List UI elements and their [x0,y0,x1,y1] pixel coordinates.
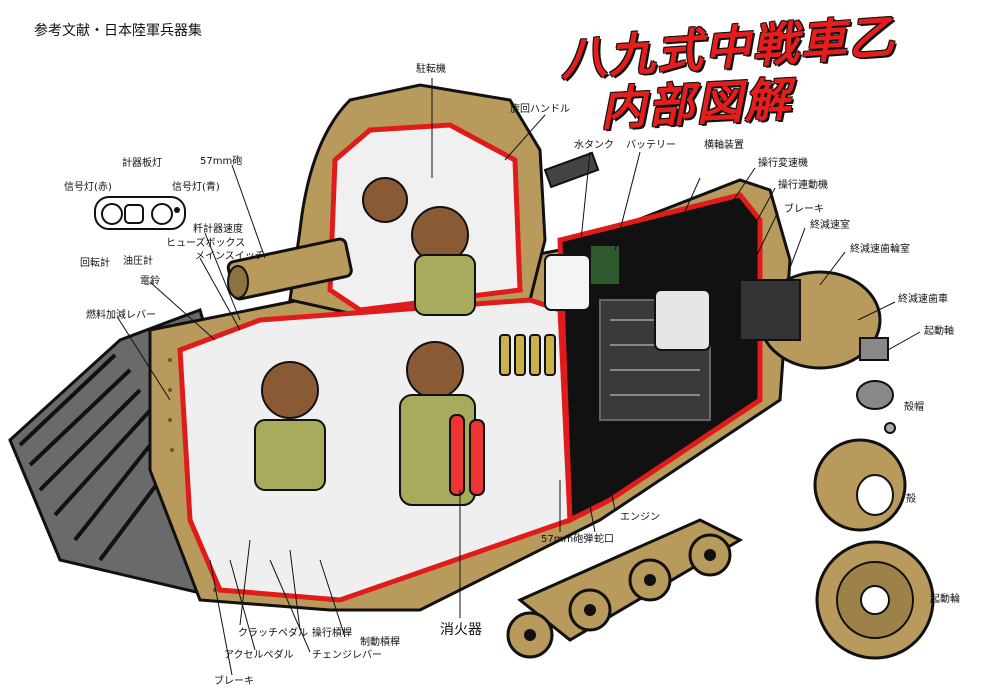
suspension-bogie [506,518,744,659]
label-accel-pedal: アクセルペダル [224,650,294,661]
label-muzzle: 蛇口 [594,534,614,545]
label-fuse-box: ヒューズボックス [166,238,246,249]
label-tachometer: 回転計 [80,258,110,269]
label-battery: バッテリー [626,140,676,151]
label-clutch-pedal: クラッチペダル [238,628,308,639]
label-signal-red: 信号灯(赤) [64,182,112,193]
instrument-panel-inset [94,196,186,230]
label-oil-pressure: 油圧計 [123,256,153,267]
label-engine: エンジン [620,512,660,523]
label-turret-handle: 旋回ハンドル [510,104,570,115]
source-citation: 参考文献・日本陸軍兵器集 [34,23,202,39]
label-sprocket: 起動輪 [930,594,960,605]
label-signal-blue: 信号灯(青) [172,182,220,193]
hub-cap-part [856,380,896,434]
label-57mm-gun: 57mm砲 [200,156,243,167]
crew-figures [254,177,485,506]
ammo-rack [499,334,556,376]
label-57mm-shell: 57mm砲弾 [541,534,594,545]
label-change-lever: チェンジレバー [312,650,382,661]
hub-part [813,438,907,532]
label-fuel-lever: 燃料加減レバー [86,310,156,321]
label-extinguisher: 消火器 [440,622,482,638]
gun-barrel [226,237,353,301]
label-main-switch: メインスイッチ [195,251,265,262]
label-instrument-light: 計器板灯 [122,158,162,169]
label-water-tank: 水タンク [574,140,614,151]
final-drive [739,270,889,370]
label-final-gear-chamber: 終減速歯輪室 [850,244,910,255]
label-steering-gear: 操行変速機 [758,158,808,169]
label-brake-upper: ブレーキ [784,204,824,215]
label-final-reduction-chamber: 終減速室 [810,220,850,231]
label-brake-lever: 制動槓桿 [360,637,400,648]
label-drive-shaft: 起動軸 [924,326,954,337]
label-traverse-gear: 横軸装置 [704,140,744,151]
label-hub: 殻 [906,494,916,505]
sprocket-part [815,540,935,660]
label-final-gear: 終減速歯車 [898,294,948,305]
label-parking-brake: 駐転機 [416,64,446,75]
engine-compartment [544,192,763,524]
label-steer-lever: 操行槓桿 [312,628,352,639]
label-steering-link: 操行連動機 [778,180,828,191]
label-hub-cap: 殻帽 [904,402,924,413]
leader-lines [117,78,921,676]
label-speedometer: 粁計器速度 [193,224,243,235]
diagram-subtitle: 内部図解 [598,72,794,136]
label-brake-lower: ブレーキ [214,676,254,687]
label-bell: 電鈴 [140,276,160,287]
